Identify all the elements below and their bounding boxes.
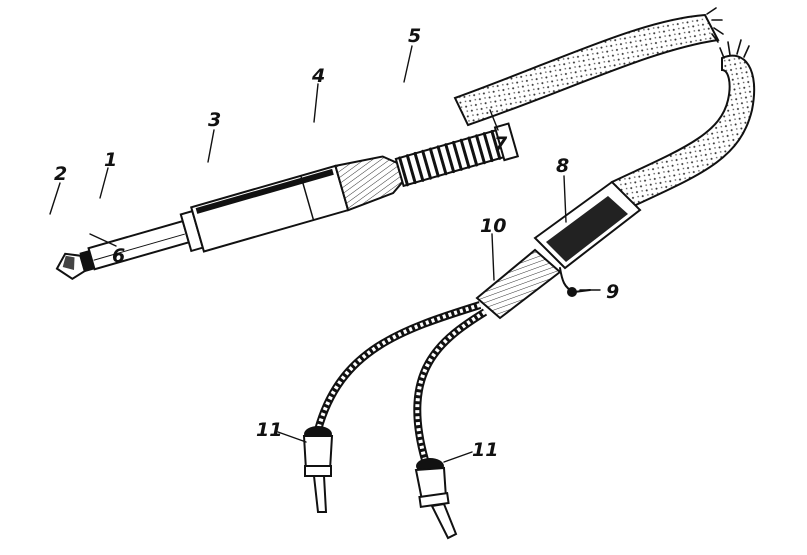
label-part-4: 4 [311, 65, 325, 87]
label-part-2: 2 [54, 163, 67, 185]
plug-assembly [55, 122, 520, 280]
part-labels: 1 2 3 4 5 6 7 8 9 10 11 11 [54, 25, 619, 461]
label-part-3: 3 [208, 109, 221, 131]
splitter-assembly [475, 180, 642, 320]
braided-cable [453, 7, 756, 212]
label-part-10: 10 [480, 215, 506, 237]
strain-relief-spring [394, 122, 520, 188]
label-part-6: 6 [112, 245, 125, 267]
banana-plug-left [302, 426, 334, 513]
label-part-5: 5 [408, 25, 421, 47]
leader-lines [49, 45, 601, 463]
label-part-11-left: 11 [256, 419, 282, 441]
label-part-8: 8 [556, 155, 569, 177]
splitter-10 [475, 248, 562, 320]
label-part-7: 7 [494, 133, 508, 155]
label-part-11-right: 11 [472, 439, 498, 461]
insulating-ring [79, 250, 95, 273]
label-part-1: 1 [104, 149, 117, 171]
lead-wires [314, 301, 488, 462]
label-part-9: 9 [606, 281, 619, 303]
banana-plug-right [414, 458, 458, 540]
plug-sleeve [87, 219, 191, 271]
